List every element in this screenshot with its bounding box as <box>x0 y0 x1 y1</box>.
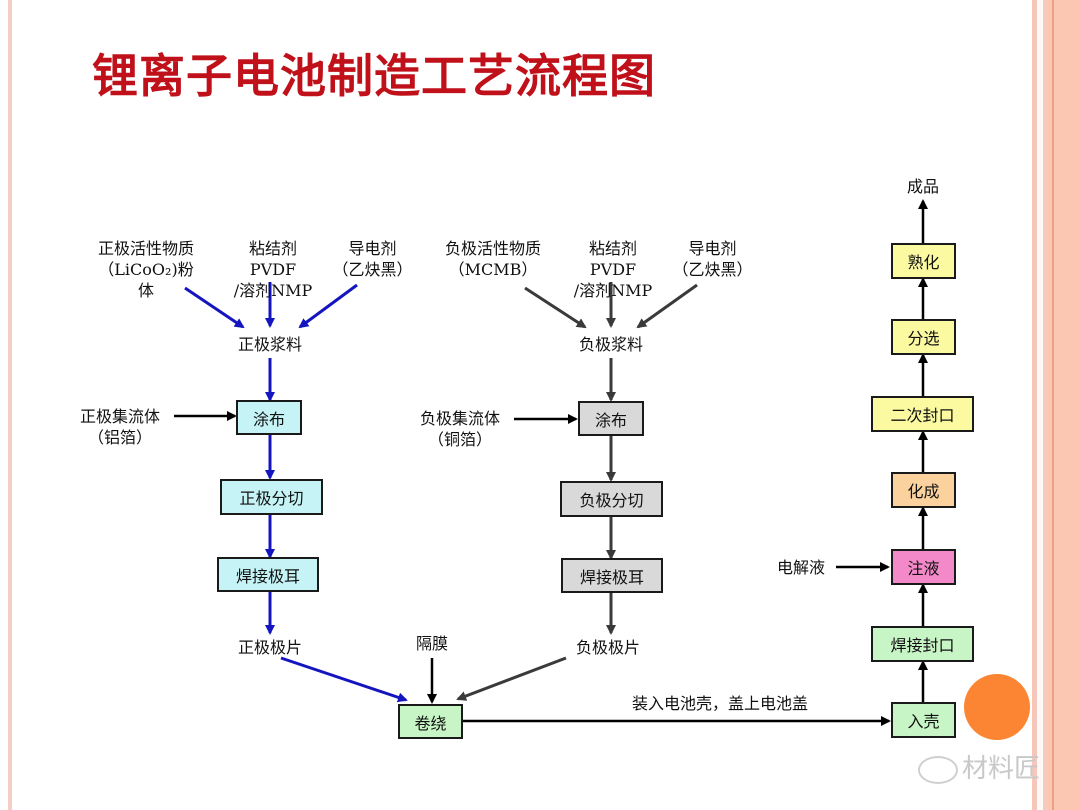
label-line: 负极集流体 <box>419 409 500 428</box>
label-line: 导电剂 <box>688 239 737 258</box>
electrolyte-label: 电解液 <box>776 558 825 577</box>
neg-conductive-label: 导电剂 （乙炔黑） <box>665 238 760 280</box>
label-line: /溶剂NMP <box>233 281 313 300</box>
neg-electrode-label: 负极极片 <box>575 638 640 657</box>
label-line: 粘结剂 <box>588 239 637 258</box>
label-line: （乙炔黑） <box>672 260 753 279</box>
sorting-box: 分选 <box>891 319 956 355</box>
pos-binder-label: 粘结剂 PVDF /溶剂NMP <box>228 238 318 301</box>
label-line: 负极活性物质 <box>444 239 541 258</box>
label-line: 正极集流体 <box>79 407 160 426</box>
arrow-neg-electrode-to-winding <box>456 656 567 701</box>
pos-conductive-label: 导电剂 （乙炔黑） <box>325 238 420 280</box>
right-band-line <box>1033 0 1037 810</box>
injection-box: 注液 <box>891 549 956 585</box>
pos-coating-box: 涂布 <box>236 400 302 435</box>
neg-coating-box: 涂布 <box>578 401 644 436</box>
formation-box: 化成 <box>891 472 956 508</box>
casing-box: 入壳 <box>891 702 956 738</box>
arrow-neg-conductive-to-slurry <box>636 283 698 329</box>
label-line: PVDF <box>589 260 637 279</box>
neg-collector-label: 负极集流体 （铜箔） <box>410 408 510 450</box>
right-band-line <box>1037 0 1043 810</box>
aging-box: 熟化 <box>891 243 956 279</box>
label-line: （MCMB） <box>448 260 538 279</box>
label-line: PVDF <box>249 260 297 279</box>
neg-slitting-box: 负极分切 <box>560 481 663 517</box>
orange-circle-decoration <box>964 674 1030 740</box>
watermark-text: 材料匠 <box>962 754 1041 784</box>
neg-binder-label: 粘结剂 PVDF /溶剂NMP <box>568 238 658 301</box>
neg-slurry-label: 负极浆料 <box>578 335 643 354</box>
pos-slitting-box: 正极分切 <box>220 479 323 515</box>
right-band-line <box>1052 0 1054 810</box>
label-line: 导电剂 <box>348 239 397 258</box>
neg-tab-welding-box: 焊接极耳 <box>561 558 663 593</box>
watermark: 材料匠 <box>918 748 1040 785</box>
separator-label: 隔膜 <box>415 634 448 653</box>
label-line: /溶剂NMP <box>573 281 653 300</box>
pos-collector-label: 正极集流体 （铝箔） <box>70 406 170 448</box>
arrow-pos-electrode-to-winding <box>280 656 408 703</box>
wechat-icon <box>918 755 958 784</box>
pos-tab-welding-box: 焊接极耳 <box>217 557 319 592</box>
label-line: 体 <box>138 281 155 300</box>
page-title: 锂离子电池制造工艺流程图 <box>92 49 656 103</box>
label-line: 正极活性物质 <box>97 239 194 258</box>
welding-sealing-box: 焊接封口 <box>871 626 974 662</box>
arrow-pos-conductive-to-slurry <box>298 283 358 329</box>
resealing-box: 二次封口 <box>871 396 974 432</box>
pos-active-material-label: 正极活性物质 （LiCoO₂)粉 体 <box>86 238 206 301</box>
casing-label: 装入电池壳，盖上电池盖 <box>631 694 808 713</box>
label-line: （铝箔） <box>87 428 152 447</box>
label-line: （铜箔） <box>427 430 492 449</box>
right-band-line <box>1043 0 1048 810</box>
label-line: （乙炔黑） <box>332 260 413 279</box>
label-line: 粘结剂 <box>248 239 297 258</box>
arrow-neg-active-to-slurry <box>524 286 587 329</box>
neg-active-material-label: 负极活性物质 （MCMB） <box>428 238 558 280</box>
product-label: 成品 <box>906 177 939 196</box>
label-line: （LiCoO₂)粉 <box>98 260 194 279</box>
winding-box: 卷绕 <box>398 704 463 739</box>
arrow-pos-active-to-slurry <box>184 286 245 329</box>
left-border-stripe <box>8 0 12 810</box>
pos-electrode-label: 正极极片 <box>237 638 302 657</box>
pos-slurry-label: 正极浆料 <box>237 335 302 354</box>
